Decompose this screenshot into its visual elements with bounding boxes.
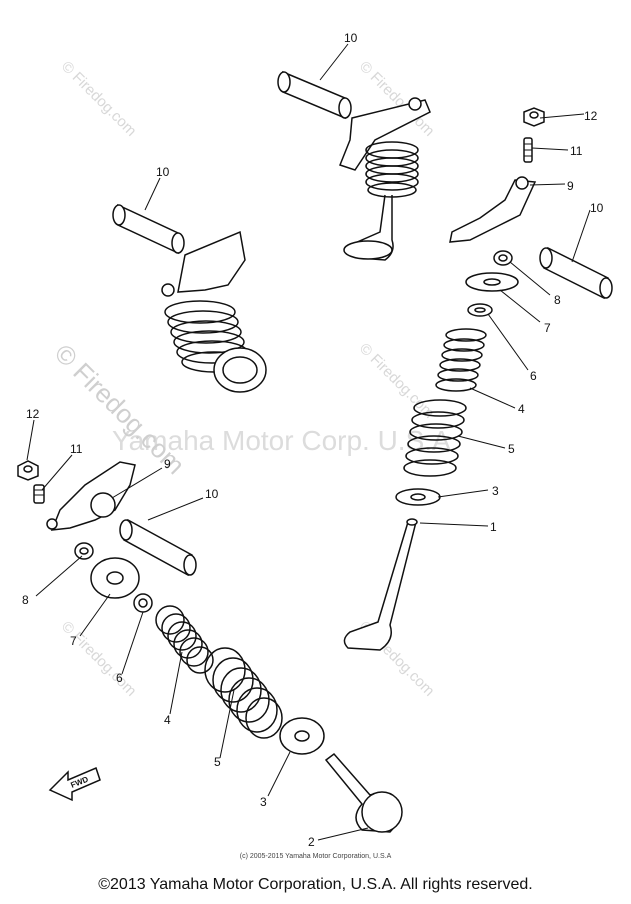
rocker-shaft-left-middle xyxy=(112,203,185,255)
callout-11: 11 xyxy=(570,144,583,158)
callout-11: 11 xyxy=(70,442,83,456)
callout-9: 9 xyxy=(567,179,574,193)
callout-4: 4 xyxy=(164,713,171,727)
stem-seal-right xyxy=(467,303,493,317)
callout-12: 12 xyxy=(26,407,40,421)
callout-3: 3 xyxy=(260,795,267,809)
spring-seat-right xyxy=(395,488,441,506)
callout-5: 5 xyxy=(214,755,221,769)
left-bottom-assembly xyxy=(17,460,403,833)
rocker-shaft-left xyxy=(119,518,197,577)
top-center-assembly xyxy=(277,70,431,261)
leader-lines xyxy=(26,43,591,841)
spring-retainer-right xyxy=(465,272,519,292)
callout-2: 2 xyxy=(308,835,315,849)
image-copyright-small: (c) 2005-2015 Yamaha Motor Corporation, … xyxy=(239,853,392,860)
adjuster-screw-left xyxy=(33,484,45,504)
callout-3: 3 xyxy=(492,484,499,498)
rocker-shaft-top xyxy=(277,70,352,120)
pad-right xyxy=(493,250,513,266)
outer-spring-right xyxy=(403,399,467,477)
spring-stack-top xyxy=(365,141,419,198)
spring-retainer-left xyxy=(90,557,140,599)
callout-4: 4 xyxy=(518,402,525,416)
rocker-arm-left-middle xyxy=(161,230,246,297)
right-exploded-column xyxy=(343,107,613,651)
left-middle-assembly xyxy=(112,203,267,393)
valve-head-left-middle xyxy=(213,347,267,393)
callout-9: 9 xyxy=(164,457,171,471)
valve-top xyxy=(343,194,394,261)
callout-1: 1 xyxy=(490,520,497,534)
callout-7: 7 xyxy=(70,634,77,648)
rocker-shaft-right xyxy=(539,246,613,300)
callout-10: 10 xyxy=(344,31,358,45)
callout-8: 8 xyxy=(22,593,29,607)
callout-12: 12 xyxy=(584,109,598,123)
callout-8: 8 xyxy=(554,293,561,307)
adjuster-screw-right xyxy=(523,137,533,163)
rocker-arm-top xyxy=(339,97,431,171)
stem-seal-left xyxy=(133,593,153,613)
spring-seat-left xyxy=(279,717,325,755)
valve-right xyxy=(343,518,418,651)
callout-7: 7 xyxy=(544,321,551,335)
callout-5: 5 xyxy=(508,442,515,456)
callout-labels: 10 10 12 11 9 10 8 7 6 4 5 3 1 12 11 9 1… xyxy=(22,31,604,849)
nut-left xyxy=(17,460,39,481)
fwd-arrow-icon: FWD xyxy=(48,766,101,802)
rocker-arm-left xyxy=(46,461,136,531)
inner-spring-right xyxy=(435,328,487,392)
pad-left xyxy=(74,542,94,560)
callout-6: 6 xyxy=(530,369,537,383)
inner-spring-left xyxy=(155,605,214,674)
callout-10: 10 xyxy=(156,165,170,179)
callout-10: 10 xyxy=(205,487,219,501)
rocker-arm-right xyxy=(449,176,537,243)
callout-6: 6 xyxy=(116,671,123,685)
outer-spring-left xyxy=(204,647,283,739)
callout-10: 10 xyxy=(590,201,604,215)
nut-right xyxy=(523,107,545,127)
copyright-footer: ©2013 Yamaha Motor Corporation, U.S.A. A… xyxy=(98,876,533,893)
valve-left xyxy=(324,752,403,833)
